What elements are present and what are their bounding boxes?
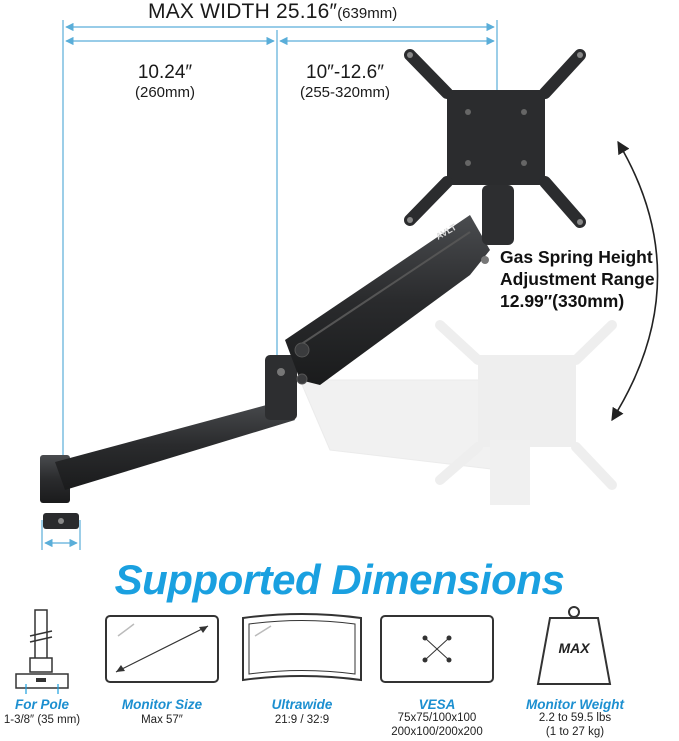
pole-icon <box>15 609 69 694</box>
vesa-label: VESA <box>418 697 456 712</box>
left-span-mm: (260mm) <box>134 84 195 101</box>
ultrawide-icon <box>242 613 362 682</box>
supported-dimensions-headline: Supported Dimensions <box>114 556 565 603</box>
monitor-size-icon <box>105 615 219 683</box>
max-width-label: MAX WIDTH 25.16″ <box>148 0 338 23</box>
right-span-inches: 10″-12.6″ <box>306 62 384 83</box>
pole-label: For Pole <box>14 697 69 712</box>
vesa-value-line1: 75x75/100x100 <box>397 712 477 724</box>
dimension-guides <box>41 20 498 550</box>
monitor-arm: AVLT <box>40 49 586 529</box>
monitor-size-label: Monitor Size <box>121 697 203 712</box>
monitor-size-value: Max 57″ <box>141 714 183 726</box>
weight-icon: MAX <box>536 604 612 686</box>
weight-label: Monitor Weight <box>526 697 624 712</box>
pole-value: 1-3/8″ (35 mm) <box>3 714 81 726</box>
ultrawide-value: 21:9 / 32:9 <box>274 714 330 726</box>
weight-badge: MAX <box>558 640 590 656</box>
max-width-mm: (639mm) <box>337 5 398 22</box>
left-span-inches: 10.24″ <box>137 62 193 83</box>
weight-value-line2: (1 to 27 kg) <box>545 726 605 738</box>
height-adjust-arrow <box>611 140 659 422</box>
vesa-value: 75x75/100x100 200x100/200x200 <box>372 711 502 739</box>
weight-value: 2.2 to 59.5 lbs (1 to 27 kg) <box>510 711 640 739</box>
weight-value-line1: 2.2 to 59.5 lbs <box>538 712 612 724</box>
vesa-icon <box>380 615 494 683</box>
monitor-arm-illustration: AVLT <box>40 20 659 550</box>
right-span-mm: (255-320mm) <box>299 84 391 101</box>
left-span-label: 10.24″ (260mm) <box>110 62 220 101</box>
ultrawide-label: Ultrawide <box>271 697 333 712</box>
max-width-title: MAX WIDTH 25.16″(639mm) <box>148 0 397 24</box>
right-span-label: 10″-12.6″ (255-320mm) <box>280 62 410 101</box>
gas-spring-line3: 12.99″(330mm) <box>500 291 625 311</box>
vesa-value-line2: 200x100/200x200 <box>391 726 483 738</box>
ghost-arm <box>299 320 617 505</box>
